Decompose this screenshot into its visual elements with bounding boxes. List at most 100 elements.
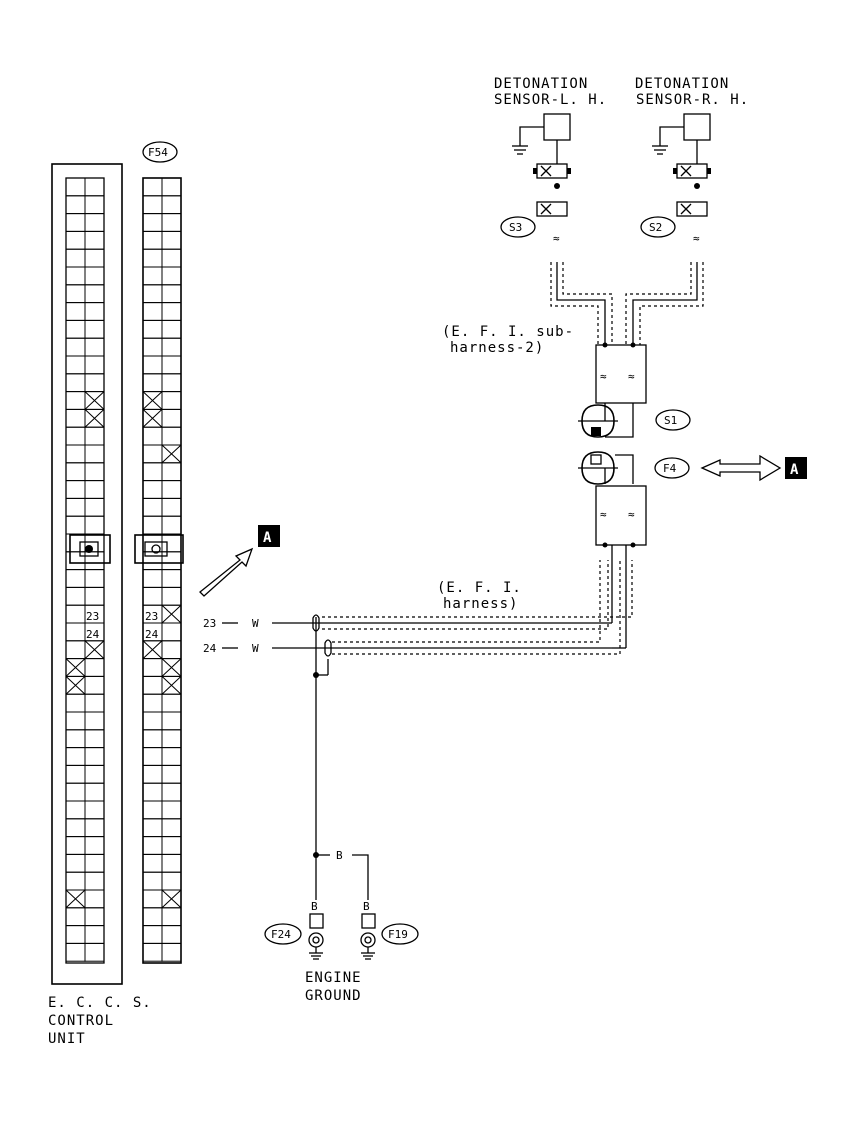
- ecu-pin-cell: [65, 408, 86, 428]
- f4-pin: [590, 454, 602, 465]
- f54-pin-cell: [161, 729, 182, 749]
- ecu-outer-frame: [51, 163, 123, 985]
- f54-pin-cell: [161, 533, 182, 553]
- f54-lock-ring: [151, 544, 161, 554]
- f54-connector: F54 23 24: [134, 141, 184, 964]
- f19-badge: [381, 923, 419, 945]
- ecu-pin-cell: [65, 444, 86, 464]
- ecu-pin-cell: [65, 373, 86, 393]
- s3-connector-x: [540, 203, 552, 215]
- f54-pin-24: 24: [145, 628, 159, 641]
- ecu-pin-cell: [84, 426, 105, 446]
- ecu-pin-cell: [65, 177, 86, 197]
- ecu-pin-cell: [65, 782, 86, 802]
- f19-terminal-body: [361, 913, 376, 929]
- ecu-pin-cell: [84, 800, 105, 820]
- f54-pin-cell: [161, 747, 182, 766]
- det-lh-pin: [554, 183, 560, 189]
- ecu-pin-cell: [84, 889, 105, 909]
- f24-terminal-body: [309, 913, 324, 929]
- f54-pin-cell: [142, 551, 163, 571]
- ecu-pin-cell: [84, 729, 105, 749]
- ecu-pin-cell: [84, 693, 105, 713]
- f54-pin-cell: [161, 569, 182, 588]
- ecu-pin-cell: [65, 747, 86, 766]
- s3-label: S3: [509, 221, 522, 234]
- f54-lock-slot: [144, 541, 168, 557]
- ecu-pin-cell: [84, 925, 105, 944]
- ecu-pin-unused-pin: [65, 889, 86, 909]
- f54-pin-cell: [142, 302, 163, 321]
- f54-lock-tab: [134, 534, 184, 564]
- ecu-pin-cell: [84, 658, 105, 677]
- efi-wire-1: ≈: [600, 508, 607, 521]
- f54-pin-23: 23: [145, 610, 158, 623]
- f54-pin-cell: [161, 426, 182, 446]
- det-lh-ground-lead: [519, 126, 544, 146]
- f54-pin-cell: [161, 462, 182, 482]
- f4-label: F4: [663, 462, 677, 475]
- f54-pin-cell: [161, 497, 182, 517]
- ecu-pin-cell: [84, 337, 105, 357]
- f54-pin-cell: [142, 925, 163, 944]
- f54-pin-unused-pin: [142, 640, 163, 659]
- det-rh-connector-x: [680, 165, 692, 177]
- ecu-lock-slot: [79, 541, 99, 557]
- det-rh-label-line2: SENSOR-R. H.: [636, 92, 749, 108]
- f54-pin-cell: [142, 213, 163, 232]
- ecu-pin-cell: [65, 480, 86, 499]
- ecu-pin-unused-pin: [65, 658, 86, 677]
- f54-pin-cell: [161, 871, 182, 891]
- lh-shield-b: [562, 262, 613, 345]
- shield-23-end: [312, 614, 320, 632]
- ecu-pin-cell: [65, 319, 86, 339]
- ecu-pin-cell: [65, 640, 86, 660]
- efi-harness-label-line2: harness): [443, 596, 518, 612]
- f4-wires: [604, 454, 634, 484]
- f54-pin-unused-pin: [142, 409, 163, 428]
- ecu-pin-cell: [65, 355, 86, 375]
- ecu-pin-cell: [84, 213, 105, 232]
- f24-label: F24: [271, 928, 291, 941]
- f54-pin-cell: [142, 871, 163, 891]
- f54-pin-cell: [161, 551, 182, 571]
- f54-pin-cell: [142, 836, 163, 855]
- f54-pin-cell: [142, 284, 163, 304]
- sub-shield-dot-1: [602, 342, 608, 348]
- s1-badge: [655, 409, 691, 431]
- ref-arrow-left-shape: [199, 547, 254, 597]
- ecu-label-line2: CONTROL: [48, 1013, 114, 1029]
- ecu-pin-cell: [84, 747, 105, 766]
- s3-connector: [536, 201, 568, 217]
- sub-harness-label-line2: harness-2): [450, 340, 544, 356]
- f54-pin-cell: [142, 675, 163, 695]
- f54-pin-unused-pin: [161, 658, 182, 677]
- ref-arrow-left: A: [199, 525, 280, 597]
- efi-shield-dot-1: [602, 542, 608, 548]
- ecu-pin-cell: [65, 426, 86, 446]
- s1-pin: [591, 427, 601, 436]
- det-lh-label-line1: DETONATION: [494, 76, 588, 92]
- ecu-pin-cell: [65, 800, 86, 820]
- lh-signal-wire: [556, 262, 606, 345]
- ecu-pin-unused-pin: [84, 640, 105, 659]
- f54-pin-cell: [161, 764, 182, 784]
- efi-shield-dot-2: [630, 542, 636, 548]
- ecu-lock-tab: [69, 534, 111, 564]
- f54-pin-cell: [142, 818, 163, 838]
- det-rh-connector-latch2: [707, 168, 711, 174]
- ecu-pin-cell: [65, 764, 86, 784]
- sub-wire-1: ≈: [600, 370, 607, 383]
- ecu-pin-unused-pin: [84, 409, 105, 428]
- s1-label: S1: [664, 414, 677, 427]
- ecu-pin-cell: [84, 675, 105, 695]
- f54-pin-cell: [142, 586, 163, 606]
- efi-shield-inner-b: [332, 560, 621, 655]
- ecu-pin-24: 24: [86, 628, 100, 641]
- ecu-pin-cell: [84, 551, 105, 571]
- f54-pin-cell: [142, 764, 163, 784]
- f54-pin-cell: [161, 177, 182, 197]
- ecu-pin-cell: [84, 302, 105, 321]
- ecu-label-line1: E. C. C. S.: [48, 995, 152, 1011]
